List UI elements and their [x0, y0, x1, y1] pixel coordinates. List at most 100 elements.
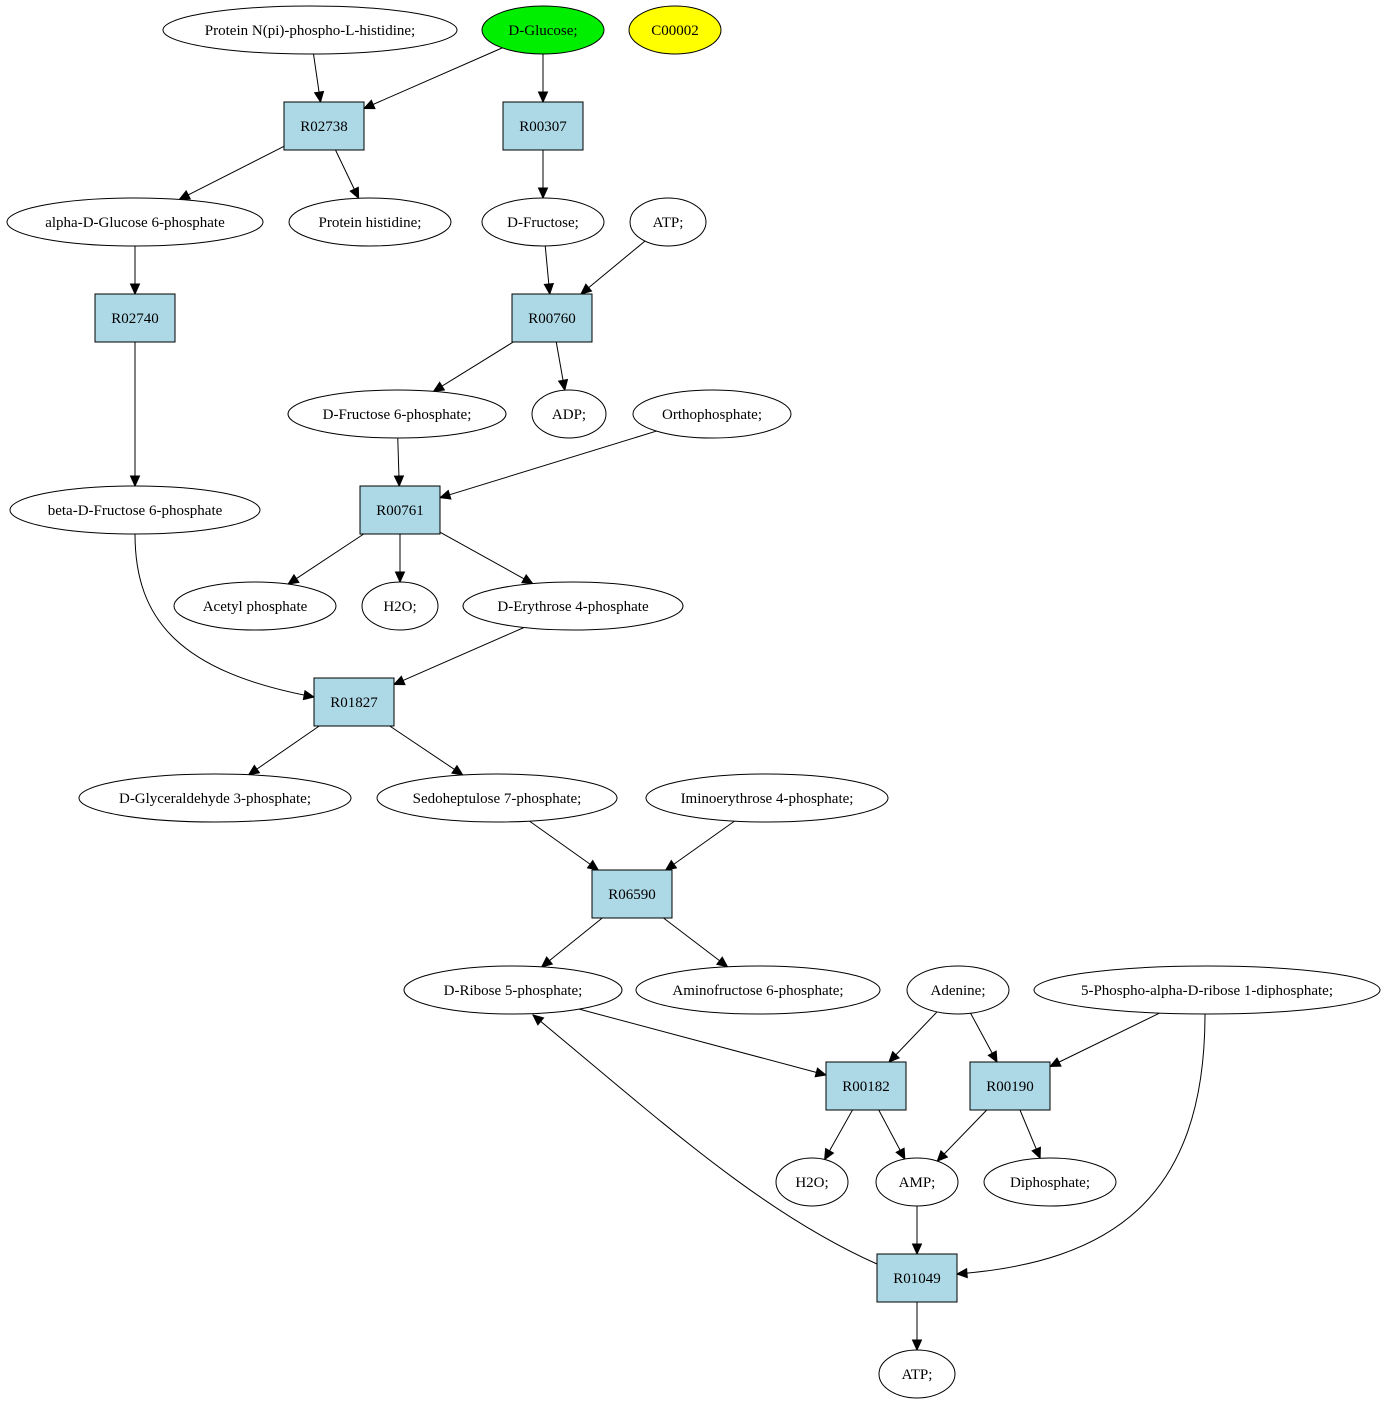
edge-arrowhead-5: [537, 187, 549, 200]
compound-label: Aminofructose 6-phosphate;: [672, 983, 843, 999]
compound-node-prpp[interactable]: 5-Phospho-alpha-D-ribose 1-diphosphate;: [1033, 965, 1381, 1015]
compound-label: Orthophosphate;: [662, 407, 762, 423]
compound-node-d-e4p[interactable]: D-Erythrose 4-phosphate: [462, 581, 684, 631]
compound-node-c00002[interactable]: C00002: [628, 5, 722, 55]
compound-node-atp-2[interactable]: ATP;: [878, 1349, 956, 1399]
compound-node-d-fructose[interactable]: D-Fructose;: [481, 197, 605, 247]
edge-s7p-to-r06590: [529, 820, 600, 871]
edge-arrowhead-20: [451, 764, 464, 776]
compound-label: alpha-D-Glucose 6-phosphate: [45, 215, 225, 231]
compound-label: ATP;: [902, 1367, 933, 1383]
edge-r06590-to-d_r5p: [540, 917, 603, 968]
edge-d_r5p-to-r00182: [574, 1007, 828, 1078]
compound-ellipse: [481, 197, 605, 247]
reaction-box: [313, 677, 395, 727]
edge-line: [433, 341, 514, 392]
compound-ellipse: [287, 389, 507, 439]
edge-arrowhead-11: [557, 378, 569, 392]
compound-node-amp[interactable]: AMP;: [875, 1157, 959, 1207]
reaction-box: [591, 869, 673, 919]
edge-arrowhead-2: [537, 91, 549, 104]
reaction-label: R00190: [986, 1079, 1034, 1095]
compound-ellipse: [906, 965, 1010, 1015]
compound-node-acetyl-phosphate[interactable]: Acetyl phosphate: [173, 581, 337, 631]
edge-arrowhead-15: [394, 571, 406, 584]
reaction-node-r06590[interactable]: R06590: [591, 869, 673, 919]
compound-node-amino-f6p[interactable]: Aminofructose 6-phosphate;: [635, 965, 881, 1015]
edge-r00307-to-d_fructose: [537, 150, 549, 200]
reaction-box: [359, 485, 441, 535]
compound-ellipse: [288, 197, 452, 247]
edge-arrowhead-16: [521, 573, 534, 585]
compound-node-d-glucose[interactable]: D-Glucose;: [481, 5, 605, 55]
compound-ellipse: [6, 197, 264, 247]
compound-node-atp-1[interactable]: ATP;: [629, 197, 707, 247]
edge-imino_e4p-to-r06590: [664, 820, 735, 871]
compound-node-alpha-g6p[interactable]: alpha-D-Glucose 6-phosphate: [6, 197, 264, 247]
edge-line: [439, 531, 533, 585]
edge-arrowhead-26: [888, 1050, 901, 1063]
edge-line: [287, 533, 365, 585]
reaction-node-r02738[interactable]: R02738: [283, 101, 365, 151]
edge-beta_f6p-to-r01827: [134, 533, 316, 701]
compound-node-imino-e4p[interactable]: Iminoerythrose 4-phosphate;: [645, 773, 889, 823]
compound-ellipse: [162, 5, 458, 55]
edge-r00761-to-d_e4p: [439, 531, 534, 585]
compound-node-adenine[interactable]: Adenine;: [906, 965, 1010, 1015]
compound-ellipse: [376, 773, 618, 823]
compound-ellipse: [983, 1157, 1117, 1207]
compound-label: D-Fructose 6-phosphate;: [323, 407, 472, 423]
reaction-node-r00307[interactable]: R00307: [502, 101, 584, 151]
compound-label: D-Glyceraldehyde 3-phosphate;: [119, 791, 311, 807]
compound-node-adp[interactable]: ADP;: [531, 389, 607, 439]
edge-d_glucose-to-r02738: [362, 47, 503, 110]
edge-line: [134, 533, 315, 698]
compound-label: ADP;: [552, 407, 586, 423]
edge-r00182-to-h2o_2: [824, 1109, 853, 1161]
reaction-node-r00182[interactable]: R00182: [825, 1061, 907, 1111]
reaction-label: R00760: [528, 311, 576, 327]
compound-node-diphosphate[interactable]: Diphosphate;: [983, 1157, 1117, 1207]
reaction-box: [825, 1061, 907, 1111]
compound-node-d-r5p[interactable]: D-Ribose 5-phosphate;: [403, 965, 623, 1015]
edge-d_glucose-to-r00307: [537, 54, 549, 104]
reaction-node-r00190[interactable]: R00190: [969, 1061, 1051, 1111]
compounds: Protein N(pi)-phospho-L-histidine; D-Gluc…: [6, 5, 1381, 1399]
compound-ellipse: [9, 485, 261, 535]
edge-line: [393, 627, 525, 685]
compound-node-protein-nphos[interactable]: Protein N(pi)-phospho-L-histidine;: [162, 5, 458, 55]
reaction-node-r01049[interactable]: R01049: [876, 1253, 958, 1303]
reaction-node-r00760[interactable]: R00760: [511, 293, 593, 343]
compound-ellipse: [878, 1349, 956, 1399]
reaction-box: [94, 293, 176, 343]
edge-r00760-to-d_f6p: [432, 341, 514, 393]
edge-line: [248, 725, 320, 776]
reaction-label: R06590: [608, 887, 656, 903]
compound-label: D-Ribose 5-phosphate;: [444, 983, 583, 999]
compound-ellipse: [78, 773, 352, 823]
compound-label: H2O;: [383, 599, 416, 615]
edge-arrowhead-1: [362, 99, 376, 110]
compound-ellipse: [645, 773, 889, 823]
edge-arrowhead-13: [438, 489, 452, 500]
edge-r00190-to-amp: [936, 1109, 988, 1162]
edge-r00190-to-diphosphate: [1019, 1109, 1041, 1160]
edge-d_f6p-to-r00761: [393, 437, 405, 488]
reaction-node-r01827[interactable]: R01827: [313, 677, 395, 727]
edge-r00761-to-h2o_1: [394, 534, 406, 584]
compound-node-d-g3p[interactable]: D-Glyceraldehyde 3-phosphate;: [78, 773, 352, 823]
reaction-node-r00761[interactable]: R00761: [359, 485, 441, 535]
edge-arrowhead-17: [302, 689, 316, 701]
compound-node-s7p[interactable]: Sedoheptulose 7-phosphate;: [376, 773, 618, 823]
edge-arrowhead-21: [586, 859, 600, 871]
reaction-node-r02740[interactable]: R02740: [94, 293, 176, 343]
compound-node-h2o-1[interactable]: H2O;: [361, 581, 439, 631]
compound-node-beta-f6p[interactable]: beta-D-Fructose 6-phosphate: [9, 485, 261, 535]
edge-protein_nphos-to-r02738: [313, 53, 325, 104]
compound-node-orthophosphate[interactable]: Orthophosphate;: [632, 389, 792, 439]
compound-node-protein-his[interactable]: Protein histidine;: [288, 197, 452, 247]
edge-orthophosphate-to-r00761: [438, 430, 657, 500]
compound-node-d-f6p[interactable]: D-Fructose 6-phosphate;: [287, 389, 507, 439]
compound-node-h2o-2[interactable]: H2O;: [775, 1157, 849, 1207]
edge-line: [363, 47, 503, 109]
